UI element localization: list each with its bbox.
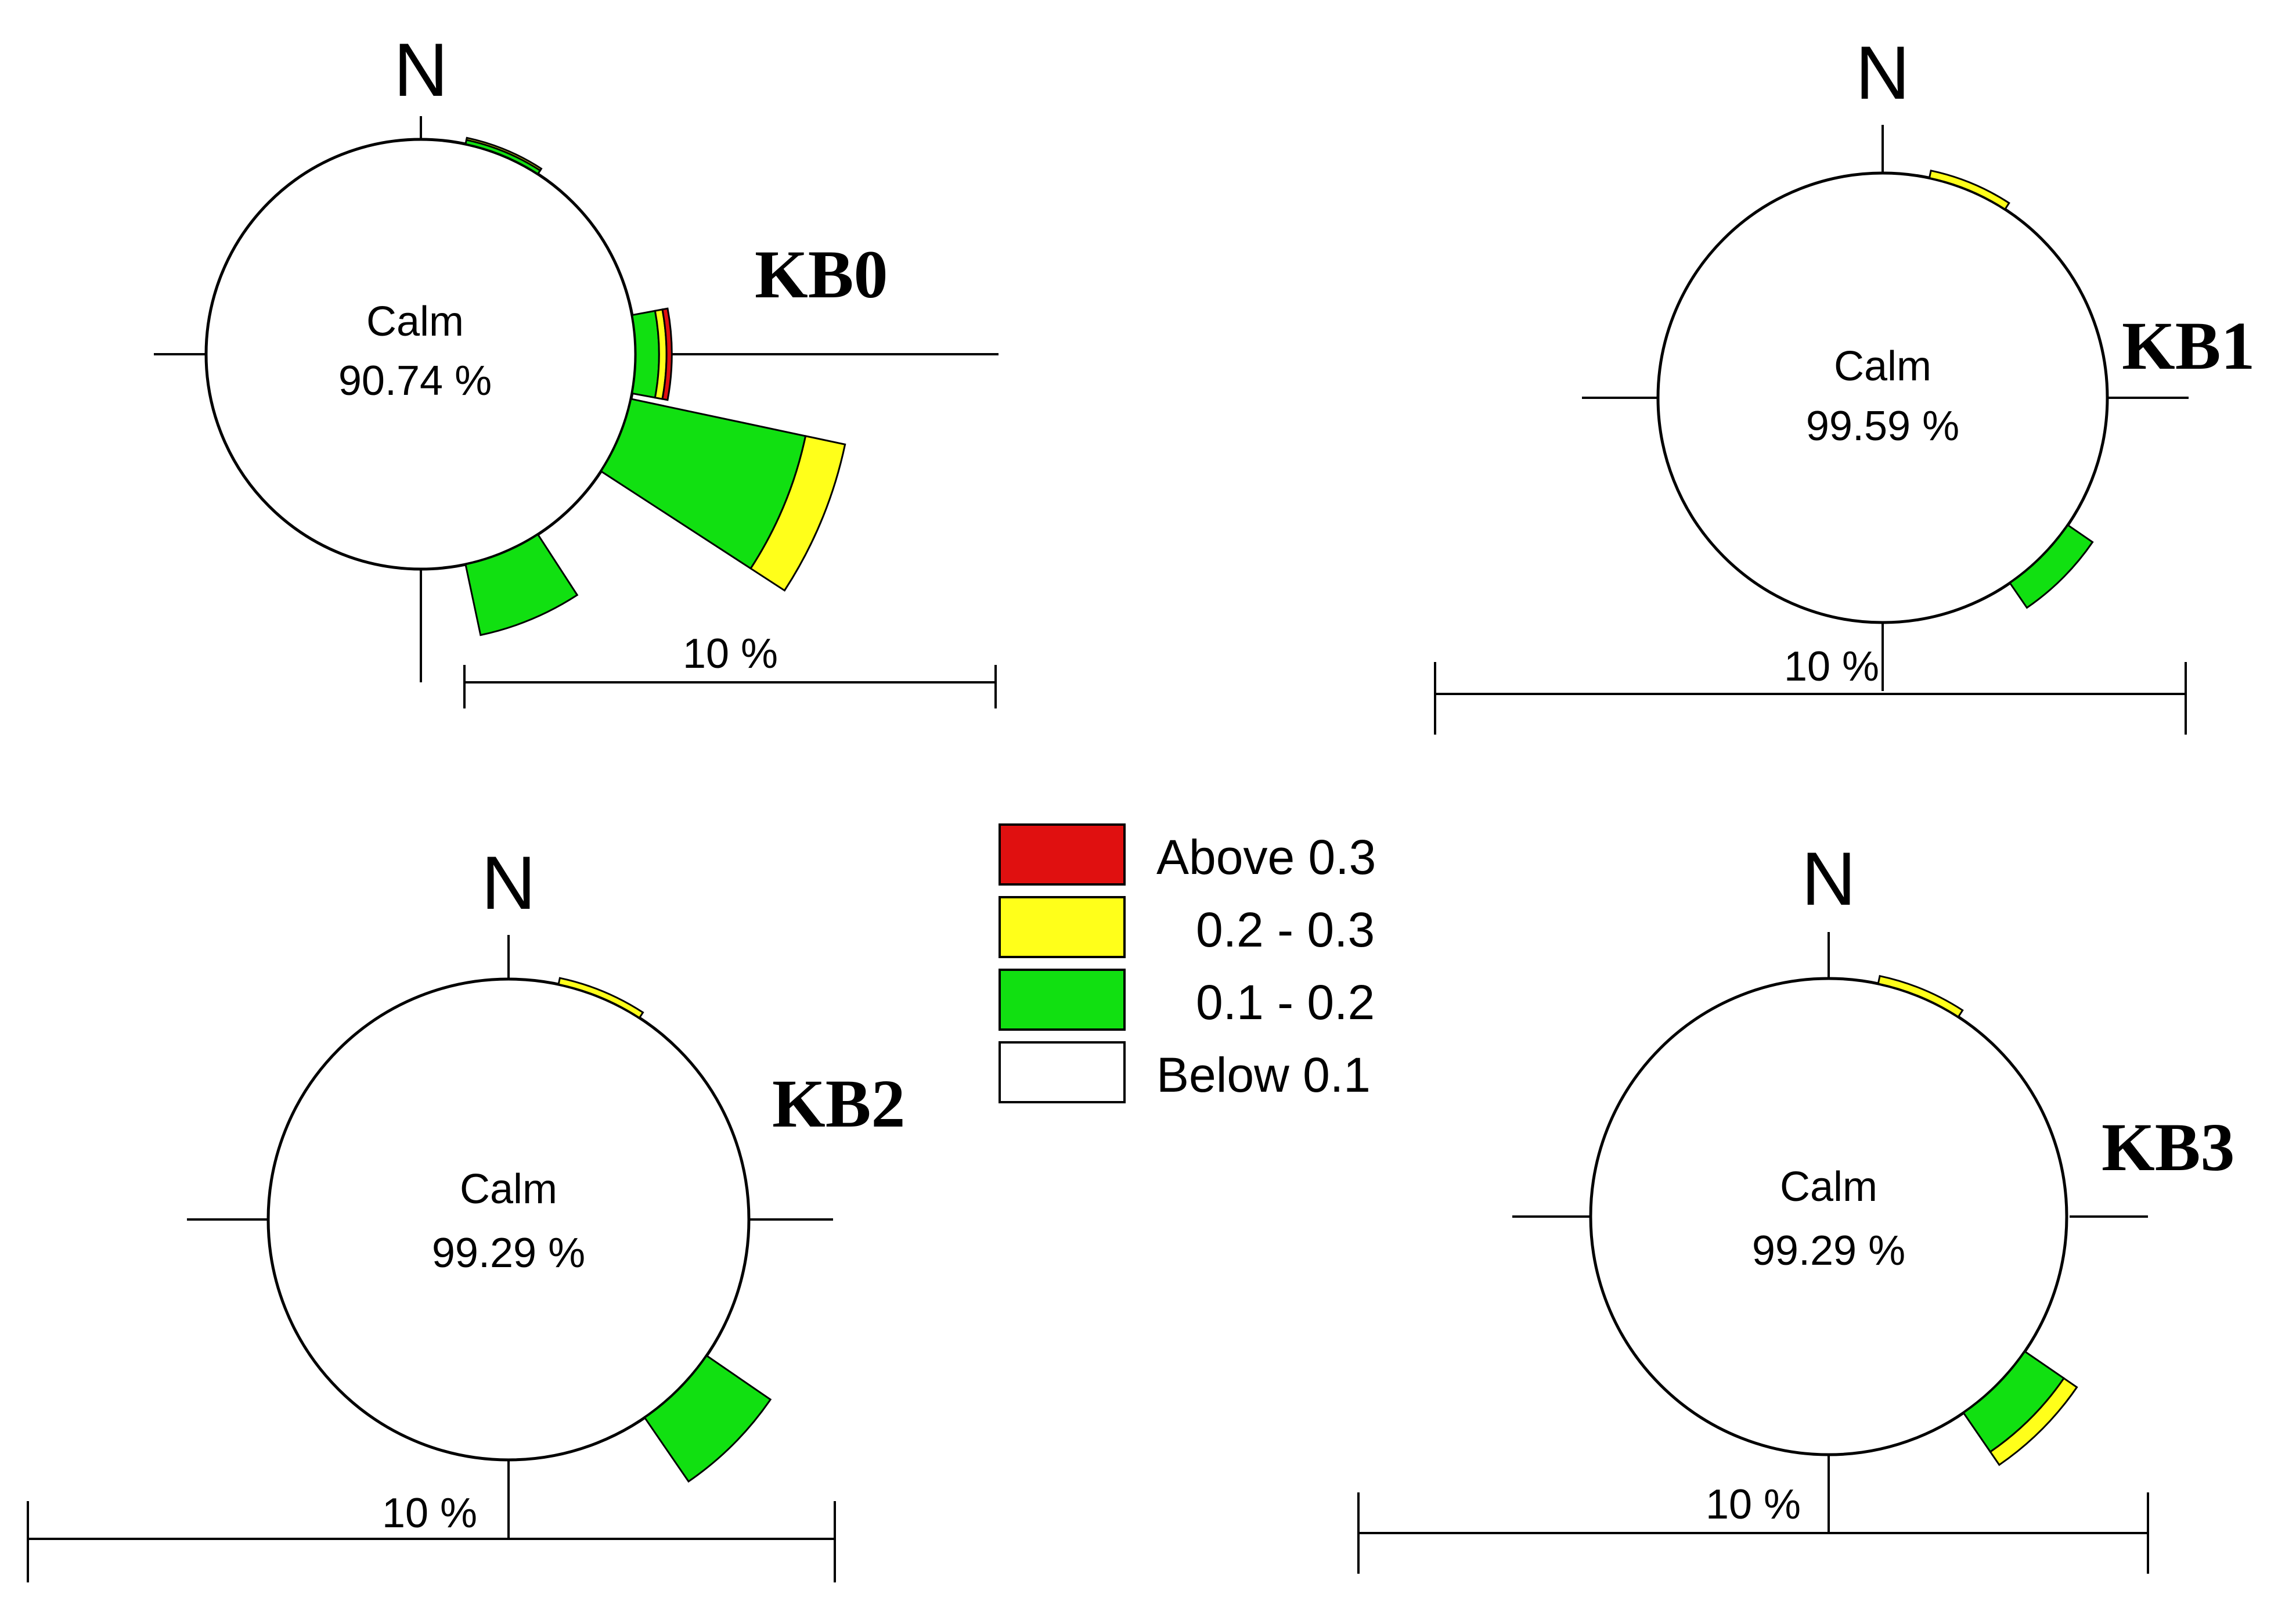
calm-circle xyxy=(1656,171,2109,624)
calm-label: Calm xyxy=(1834,343,1931,390)
station-label: KB0 xyxy=(755,236,888,312)
scale-label: 10 % xyxy=(1706,1481,1801,1528)
station-label: KB3 xyxy=(2102,1109,2235,1185)
petal-23-deg-bin-0-2-0-3 xyxy=(1877,974,1964,1019)
calm-label: Calm xyxy=(1780,1164,1877,1210)
calm-circle xyxy=(204,138,637,571)
legend-label-0-2-0-3: 0.2 - 0.3 xyxy=(1196,902,1375,957)
wind-rose-kb0: N Calm 90.74 % KB0 10 % xyxy=(154,27,999,708)
calm-label: Calm xyxy=(460,1166,557,1213)
legend-swatch-0-1-0-2 xyxy=(999,969,1126,1031)
legend-item-0-1-0-2: 0.1 - 0.2 xyxy=(999,969,1375,1031)
petals xyxy=(1877,974,2078,1466)
petal-113-deg-bin-0-2-0-3 xyxy=(749,435,846,592)
legend-label-below-0-1: Below 0.1 xyxy=(1156,1048,1371,1102)
north-label: N xyxy=(394,27,448,112)
scale-label: 10 % xyxy=(382,1490,477,1537)
petal-135-deg-bin-0-1-0-2 xyxy=(2009,524,2094,609)
north-label: N xyxy=(481,840,536,925)
legend-label-0-1-0-2: 0.1 - 0.2 xyxy=(1196,975,1375,1030)
petal-23-deg-bin-0-2-0-3 xyxy=(557,977,644,1019)
legend-swatch-above-0-3 xyxy=(999,823,1126,886)
wind-rose-kb1: N Calm 99.59 % KB1 10 % xyxy=(1434,30,2255,735)
petal-135-deg-bin-0-1-0-2 xyxy=(643,1354,772,1483)
wind-rose-kb3: N Calm 99.29 % KB3 10 % xyxy=(1357,836,2235,1574)
legend: Above 0.3 0.2 - 0.3 0.1 - 0.2 Below 0.1 xyxy=(999,823,1376,1103)
legend-swatch-below-0-1 xyxy=(999,1041,1126,1103)
legend-item-0-2-0-3: 0.2 - 0.3 xyxy=(999,896,1375,958)
petal-23-deg-bin-0-2-0-3 xyxy=(1928,170,2010,211)
petal-90-deg-bin-above-0-3 xyxy=(661,307,673,401)
legend-item-above-0-3: Above 0.3 xyxy=(999,823,1376,886)
calm-label: Calm xyxy=(366,298,464,345)
calm-value: 99.29 % xyxy=(1752,1228,1905,1274)
station-label: KB1 xyxy=(2122,308,2255,384)
calm-value: 99.59 % xyxy=(1806,403,1959,449)
scale-label: 10 % xyxy=(1784,643,1879,690)
north-label: N xyxy=(1801,836,1856,921)
wind-rose-kb2: N Calm 99.29 % KB2 10 % xyxy=(27,840,906,1582)
petal-90-deg-bin-0-1-0-2 xyxy=(631,310,660,399)
petal-135-deg-bin-0-2-0-3 xyxy=(1989,1377,2078,1466)
station-label: KB2 xyxy=(772,1066,906,1142)
petals xyxy=(464,136,846,636)
calm-value: 99.29 % xyxy=(432,1230,585,1276)
calm-value: 90.74 % xyxy=(338,358,492,404)
petals xyxy=(557,977,772,1483)
legend-swatch-0-2-0-3 xyxy=(999,896,1126,958)
calm-circle xyxy=(1589,977,2068,1456)
legend-item-below-0-1: Below 0.1 xyxy=(999,1041,1371,1103)
petal-158-deg-bin-0-1-0-2 xyxy=(464,533,579,636)
scale-label: 10 % xyxy=(683,631,778,677)
legend-label-above-0-3: Above 0.3 xyxy=(1156,830,1376,884)
north-label: N xyxy=(1855,30,1910,115)
petal-23-deg-bin-0-2-0-3 xyxy=(465,136,543,172)
petals xyxy=(1928,170,2094,609)
calm-circle xyxy=(266,977,751,1462)
